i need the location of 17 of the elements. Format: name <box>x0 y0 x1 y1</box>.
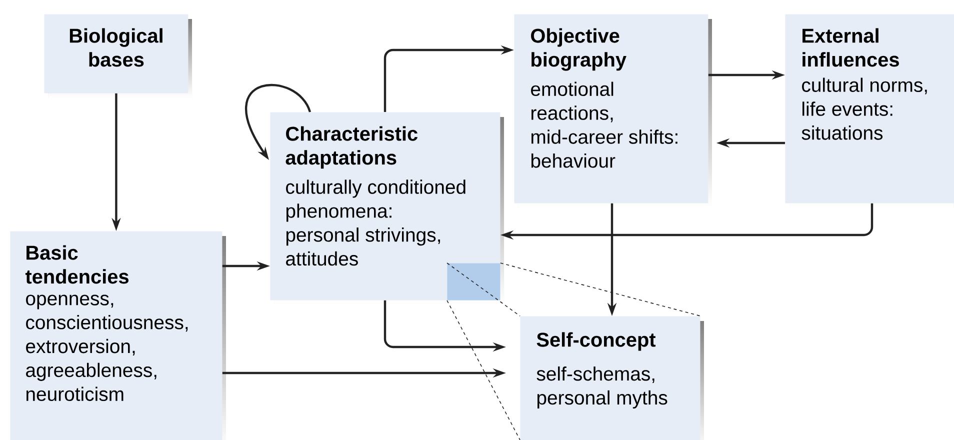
zoom-line <box>500 262 701 316</box>
box-text: cultural norms, life events: situations <box>802 78 927 140</box>
box-heading: Self-concept <box>536 332 656 351</box>
box-heading: Biological bases <box>70 28 162 67</box>
zoom-line <box>446 262 520 316</box>
box-text: openness, conscientiousness, extroversion, agreeableness, neuroticism <box>26 294 188 401</box>
box-text: culturally conditioned phenomena: personal strivings, attitudes <box>286 180 466 266</box>
box-text: emotional reactions, mid-career shifts: behaviour <box>531 82 678 168</box>
process-box <box>514 14 712 208</box>
process-box <box>520 316 704 440</box>
process-box <box>10 231 226 440</box>
zoom-line <box>446 300 520 440</box>
highlight-square <box>447 263 500 300</box>
box-text: self-schemas, personal myths <box>536 366 668 408</box>
process-box <box>785 14 954 208</box>
process-box <box>270 112 504 305</box>
process-box <box>44 14 192 98</box>
